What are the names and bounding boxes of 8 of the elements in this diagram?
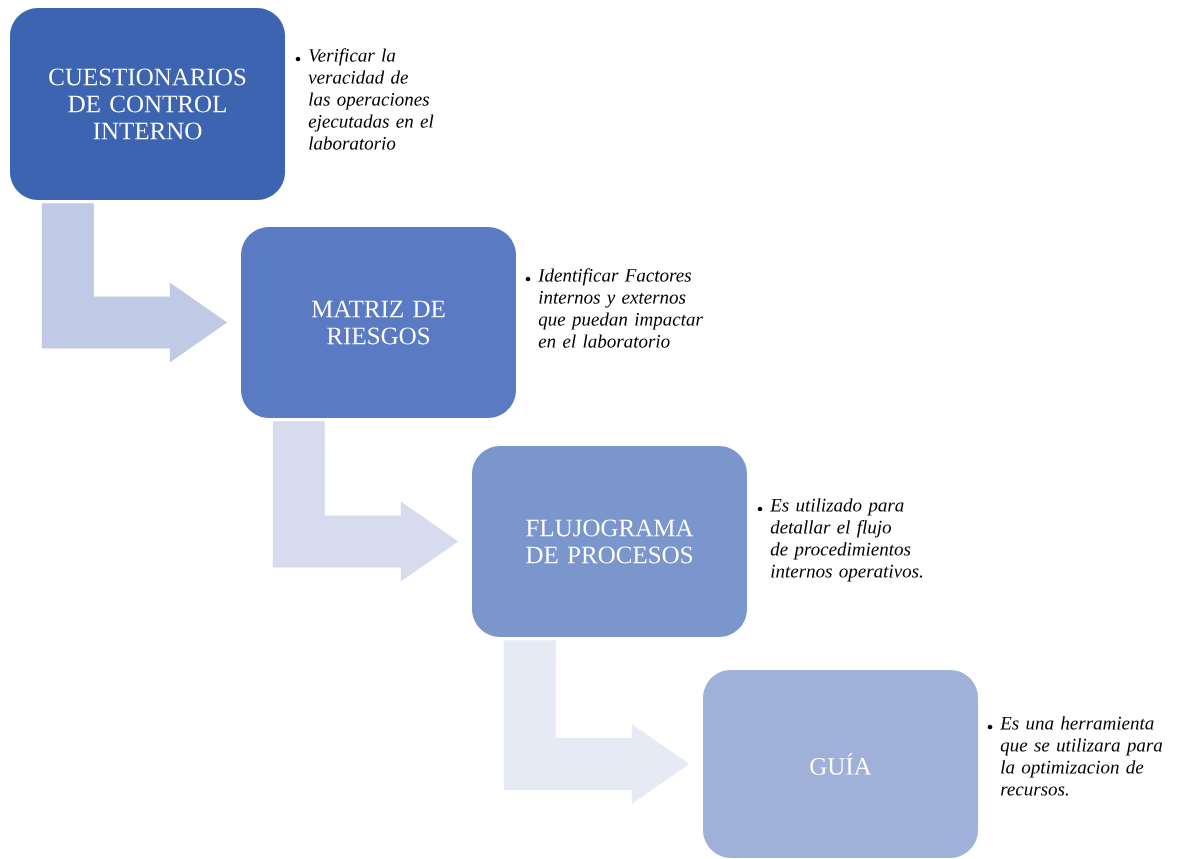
process-box: CUESTIONARIOS DE CONTROL INTERNO	[10, 8, 285, 200]
process-box: GUÍA	[703, 670, 978, 858]
note-text: Es una herramienta que se utilizara para la optimizacion de recursos.	[1000, 716, 1163, 796]
note-text: Es utilizado para detallar el flujo de procedimientos internos operativos.	[770, 498, 923, 582]
note-text: Identificar Factores internos y externos que puedan impactar en el laboratorio	[538, 268, 703, 348]
note-text: Verificar la veracidad de las operaciones ejecutadas en el laboratorio	[308, 48, 434, 150]
process-box: FLUJOGRAMA DE PROCESOS	[472, 446, 747, 637]
process-box: MATRIZ DE RIESGOS	[241, 227, 516, 418]
